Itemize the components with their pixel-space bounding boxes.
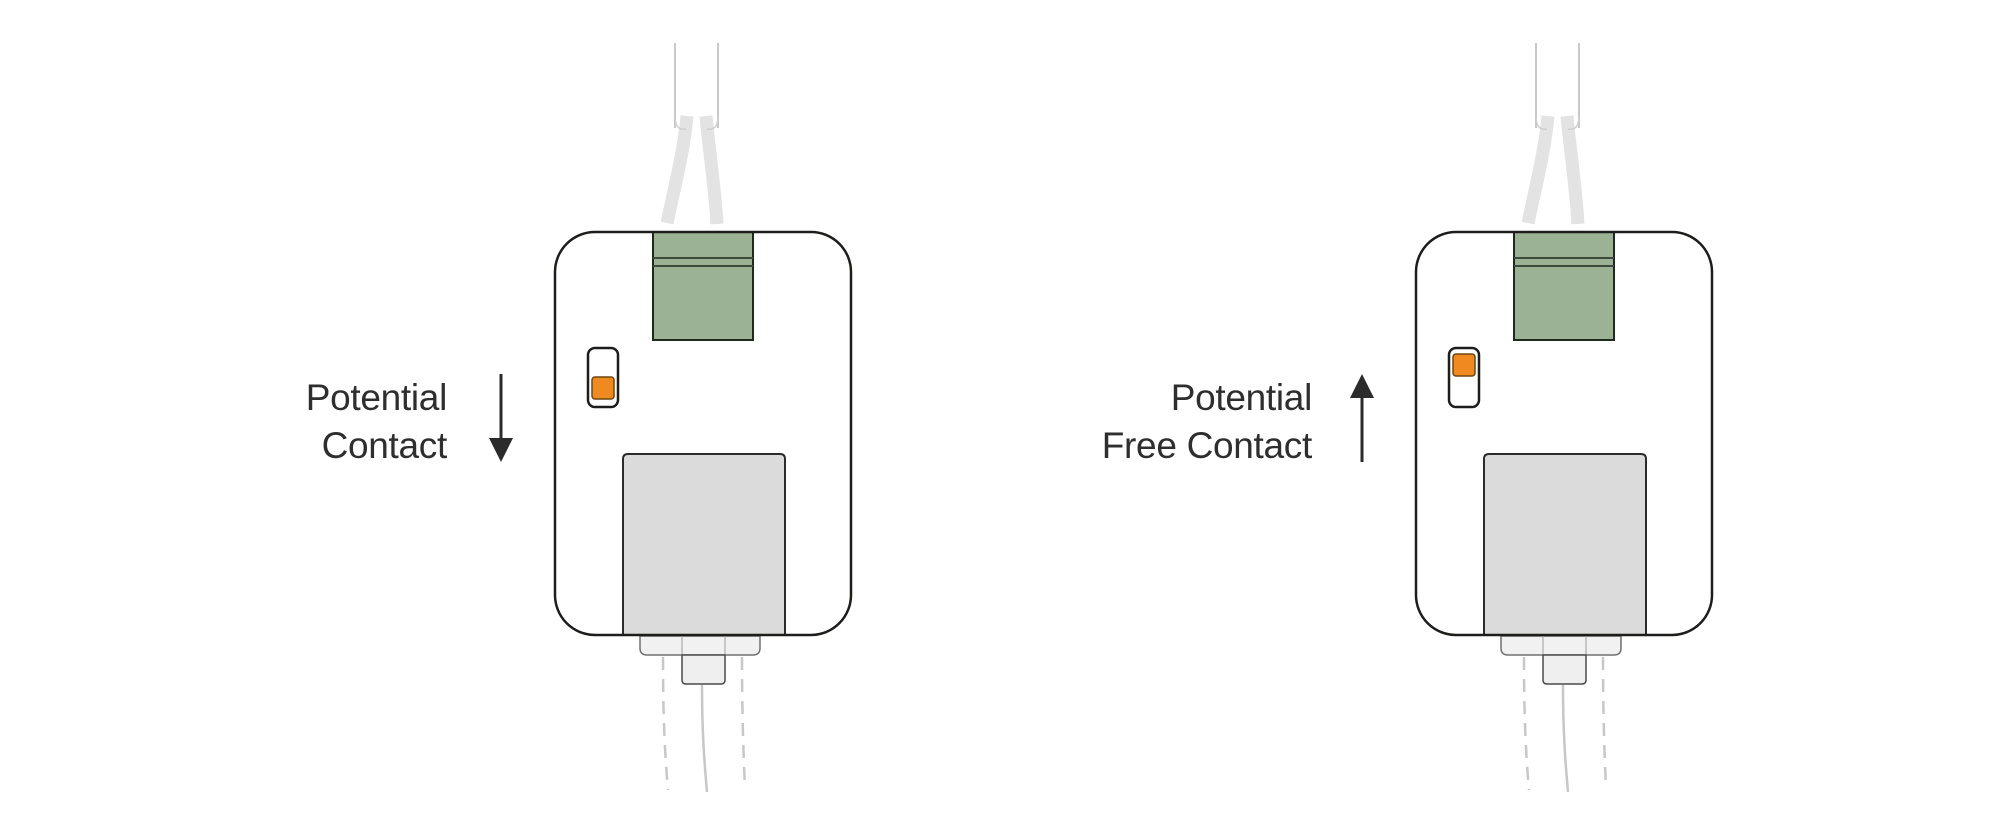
lead-wires (1522, 656, 1608, 793)
lead-wire-middle (700, 684, 709, 793)
cable-sheath (675, 43, 718, 126)
sheath-collar-right (1567, 117, 1580, 131)
arrow-shaft (499, 374, 503, 438)
connector-plug (681, 654, 726, 685)
bottom-connector (639, 635, 761, 685)
cable-wire-left (660, 115, 694, 225)
terminal-block (1513, 231, 1615, 341)
arrow-shaft (1360, 398, 1364, 462)
lead-wire-left (1522, 656, 1531, 791)
sheath-collar-left (674, 117, 687, 131)
cable-wire-left (1521, 115, 1555, 225)
device-potential-contact (553, 43, 853, 793)
relay-module (622, 453, 786, 636)
lead-wires (661, 656, 747, 793)
connector-tray (1500, 635, 1622, 656)
terminal-block-face (1513, 231, 1615, 341)
cable-sheath (1536, 43, 1579, 126)
connector-plug (1542, 654, 1587, 685)
lead-wire-middle (1561, 684, 1570, 793)
lead-wire-right (740, 656, 747, 789)
arrow-head (1350, 374, 1374, 398)
toggle-switch (1447, 346, 1481, 409)
device-body-outline (1414, 230, 1714, 637)
switch-indicator (591, 376, 615, 400)
label-line-2: Free Contact (1101, 425, 1313, 466)
bottom-connector (1500, 635, 1622, 685)
cable-wire-right (699, 115, 724, 225)
label-line-1: Potential (1170, 377, 1313, 418)
label-potential-contact: Potential Contact (180, 374, 448, 470)
lead-wire-right (1601, 656, 1608, 789)
label-line-2: Contact (321, 425, 448, 466)
switch-indicator (1452, 353, 1476, 377)
terminal-block (652, 231, 754, 341)
sheath-collar-left (1535, 117, 1548, 131)
device-potential-free-contact (1414, 43, 1714, 793)
relay-module (1483, 453, 1647, 636)
up-arrow-icon (1349, 374, 1375, 462)
label-line-1: Potential (305, 377, 448, 418)
cable-wire-right (1560, 115, 1585, 225)
toggle-switch (586, 346, 620, 409)
terminal-block-face (652, 231, 754, 341)
down-arrow-icon (488, 374, 514, 462)
arrow-head (489, 438, 513, 462)
lead-wire-left (661, 656, 670, 791)
sheath-collar-right (706, 117, 719, 131)
connector-tray (639, 635, 761, 656)
mains-cable (660, 43, 724, 225)
label-potential-free-contact: Potential Free Contact (1020, 374, 1313, 470)
device-body-outline (553, 230, 853, 637)
mains-cable (1521, 43, 1585, 225)
